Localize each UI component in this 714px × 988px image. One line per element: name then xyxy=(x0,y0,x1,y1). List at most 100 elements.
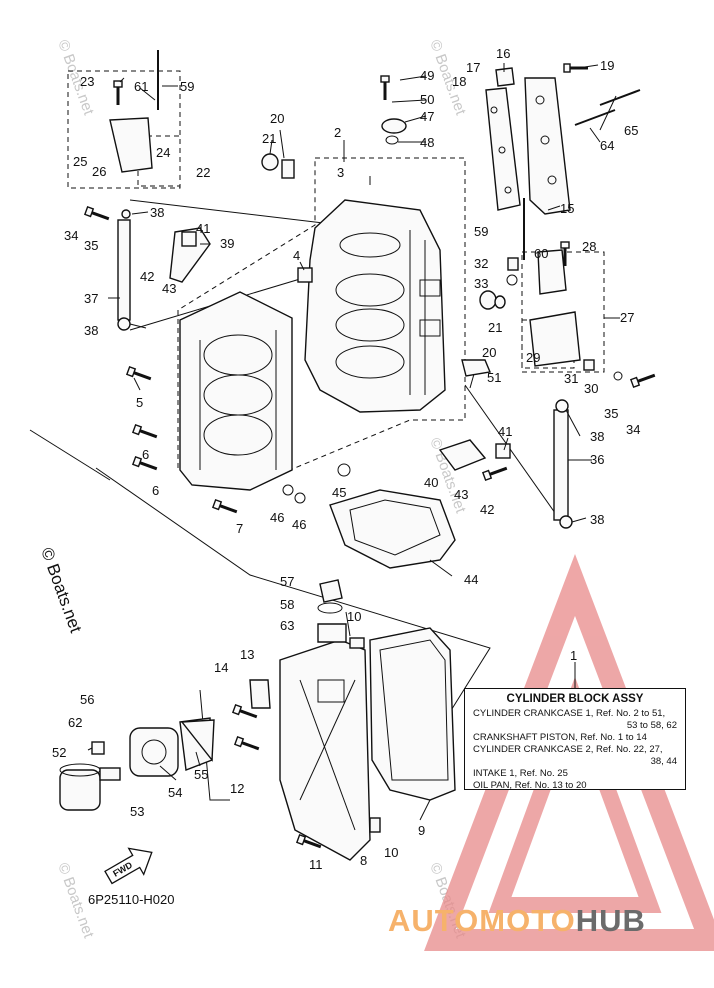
leader-lines xyxy=(87,63,620,821)
callout: 32 xyxy=(474,256,488,271)
callout: 40 xyxy=(424,475,438,490)
callout: 38 xyxy=(150,205,164,220)
callout: 35 xyxy=(604,406,618,421)
callout: 20 xyxy=(482,345,496,360)
callout: 42 xyxy=(140,269,154,284)
callout: 53 xyxy=(130,804,144,819)
callout: 15 xyxy=(560,201,574,216)
callout: 50 xyxy=(420,92,434,107)
callout: 55 xyxy=(194,767,208,782)
callout: 20 xyxy=(270,111,284,126)
callout: 31 xyxy=(564,371,578,386)
cylinder-crankcase-1 xyxy=(304,199,446,413)
oil-filter-assembly xyxy=(59,717,213,811)
legend-box: CYLINDER BLOCK ASSY CYLINDER CRANKCASE 1… xyxy=(464,688,686,791)
callout: 34 xyxy=(64,228,78,243)
callout: 16 xyxy=(496,46,510,61)
gasket-44 xyxy=(329,489,456,569)
legend-row: INTAKE 1, Ref. No. 25 xyxy=(473,768,568,779)
callout: 23 xyxy=(80,74,94,89)
legend-title: CYLINDER BLOCK ASSY xyxy=(506,693,644,705)
callout: 39 xyxy=(220,236,234,251)
callout: 54 xyxy=(168,785,182,800)
callout: 51 xyxy=(487,370,501,385)
callout: 61 xyxy=(134,79,148,94)
callout: 64 xyxy=(600,138,614,153)
callout: 29 xyxy=(526,350,540,365)
callout: 52 xyxy=(52,745,66,760)
callout: 22 xyxy=(196,165,210,180)
cylinder-crankcase-2 xyxy=(179,291,293,491)
callout: 38 xyxy=(84,323,98,338)
pipes xyxy=(109,50,641,521)
callout: 47 xyxy=(420,109,434,124)
callout: 21 xyxy=(488,320,502,335)
legend-row: 38, 44 xyxy=(650,756,677,767)
callout: 41 xyxy=(196,221,210,236)
callout: 56 xyxy=(80,692,94,707)
callout: 18 xyxy=(452,74,466,89)
callout-numbers: 2 3 4 5 6 6 7 8 9 10 10 11 12 13 14 15 1… xyxy=(52,46,640,872)
fwd-arrow: FWD xyxy=(104,847,153,885)
callout: 38 xyxy=(590,429,604,444)
callout: 59 xyxy=(180,79,194,94)
callout: 7 xyxy=(236,521,243,536)
callout: 36 xyxy=(590,452,604,467)
callout: 46 xyxy=(292,517,306,532)
callout: 4 xyxy=(293,248,300,263)
callout: 8 xyxy=(360,853,367,868)
top-cover-plates xyxy=(485,77,571,215)
callout: 10 xyxy=(347,609,361,624)
callout: 35 xyxy=(84,238,98,253)
callout: 43 xyxy=(162,281,176,296)
figure-code: 6P25110-H020 xyxy=(88,892,175,907)
legend-row: CYLINDER CRANKCASE 1, Ref. No. 2 to 51, xyxy=(473,708,666,719)
callout: 9 xyxy=(418,823,425,838)
callout: 38 xyxy=(590,512,604,527)
callout: 5 xyxy=(136,395,143,410)
callout: 43 xyxy=(454,487,468,502)
callout: 49 xyxy=(420,68,434,83)
callout: 11 xyxy=(309,857,323,872)
misc-small-parts xyxy=(117,67,623,833)
legend-row: 53 to 58, 62 xyxy=(626,720,677,731)
watermarks: © Boats.net © Boats.net © Boats.net © Bo… xyxy=(54,38,469,941)
callout: 48 xyxy=(420,135,434,150)
callout: 37 xyxy=(84,291,98,306)
callout: 12 xyxy=(230,781,244,796)
callout: 6 xyxy=(152,483,159,498)
oil-pan xyxy=(279,627,456,861)
legend-row: CYLINDER CRANKCASE 2, Ref. No. 22, 27, xyxy=(473,744,663,755)
callout: 21 xyxy=(262,131,276,146)
callout: 13 xyxy=(240,647,254,662)
callout: 58 xyxy=(280,597,294,612)
callout: 25 xyxy=(73,154,87,169)
callout: 65 xyxy=(624,123,638,138)
callout: 45 xyxy=(332,485,346,500)
callout: 62 xyxy=(68,715,82,730)
callout: 3 xyxy=(337,165,344,180)
callout: 24 xyxy=(156,145,170,160)
callout: 63 xyxy=(280,618,294,633)
callout: 27 xyxy=(620,310,634,325)
callout: 60 xyxy=(534,246,548,261)
callout: 42 xyxy=(480,502,494,517)
callout: 26 xyxy=(92,164,106,179)
callout: 6 xyxy=(142,447,149,462)
callout: 41 xyxy=(498,424,512,439)
brand-logo: AUTOMOTOHUB xyxy=(388,903,646,939)
callout: 17 xyxy=(466,60,480,75)
callout: 2 xyxy=(334,125,341,140)
callout: 19 xyxy=(600,58,614,73)
callout: 57 xyxy=(280,574,294,589)
callout: 14 xyxy=(214,660,228,675)
callout: 30 xyxy=(584,381,598,396)
brand-part-2: HUB xyxy=(575,903,646,938)
legend-row: CRANKSHAFT PISTON, Ref. No. 1 to 14 xyxy=(473,732,647,743)
callout: 34 xyxy=(626,422,640,437)
callout: 46 xyxy=(270,510,284,525)
callout: 44 xyxy=(464,572,478,587)
callout: 28 xyxy=(582,239,596,254)
brand-part-1: AUTOMOTO xyxy=(388,903,576,938)
